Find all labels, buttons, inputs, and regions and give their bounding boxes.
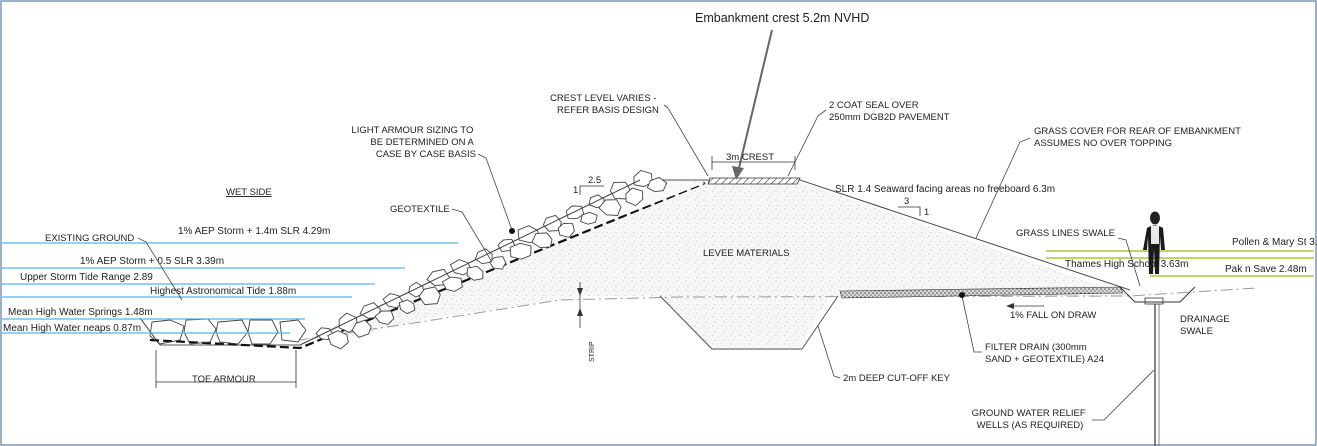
slope-right-rise: 1: [924, 207, 929, 218]
light-armour-note: LIGHT ARMOUR SIZING TO BE DETERMINED ON …: [351, 125, 476, 160]
water-level-label: Highest Astronomical Tide 1.88m: [150, 286, 296, 297]
slope-right-run: 3: [904, 196, 909, 207]
drainage-swale-label: DRAINAGE SWALE: [1180, 314, 1232, 337]
reference-level-label: Thames High School 3.63m: [1065, 259, 1188, 270]
levee-materials-label: LEVEE MATERIALS: [703, 248, 789, 259]
cutoff-key-label: 2m DEEP CUT-OFF KEY: [843, 373, 951, 384]
water-level-label: 1% AEP Storm + 1.4m SLR 4.29m: [178, 226, 330, 237]
geotextile-label: GEOTEXTILE: [390, 204, 450, 215]
armour-rock: [580, 211, 598, 225]
crest-width-label: 3m CREST: [726, 152, 774, 163]
drainage-pipe: [1144, 297, 1164, 305]
rock-armour: [299, 169, 705, 350]
slope-left-rise: 1: [573, 185, 578, 196]
armour-rock: [466, 265, 484, 281]
armour-rock: [418, 286, 441, 306]
water-level-label: Mean High Water neaps 0.87m: [3, 323, 141, 334]
diagram-title: Embankment crest 5.2m NVHD: [695, 11, 869, 25]
geotextile-line: [149, 181, 706, 350]
toe-armour-rocks: [149, 318, 307, 345]
armour-rock: [327, 330, 349, 350]
water-level-label: Mean High Water Springs 1.48m: [8, 307, 153, 318]
title-arrow: [737, 29, 773, 173]
water-level-label: Upper Storm Tide Range 2.89: [20, 272, 153, 283]
drainage-swale-outline: [1119, 286, 1196, 303]
existing-ground-label: EXISTING GROUND: [45, 233, 134, 244]
armour-rock: [625, 187, 644, 207]
armour-face-line: [299, 179, 641, 346]
reference-level-label: Pak n Save 2.48m: [1225, 264, 1307, 275]
fall-on-draw-label: 1% FALL ON DRAW: [1010, 310, 1096, 321]
armour-rock: [531, 232, 553, 249]
grass-swale-label: GRASS LINES SWALE: [1016, 228, 1115, 239]
slope-left-run: 2.5: [588, 175, 601, 186]
wet-side-label: WET SIDE: [226, 187, 272, 198]
armour-rock: [489, 256, 507, 270]
slr-note: SLR 1.4 Seaward facing areas no freeboar…: [835, 184, 1055, 195]
grass-cover-note: GRASS COVER FOR REAR OF EMBANKMENT ASSUM…: [1034, 126, 1243, 149]
strip-label: STRIP: [589, 341, 596, 362]
coat-seal-note: 2 COAT SEAL OVER 250mm DGB2D PAVEMENT: [829, 100, 950, 123]
levee-fill: [300, 180, 1130, 350]
water-level-label: 1% AEP Storm + 0.5 SLR 3.39m: [80, 256, 224, 267]
crest-varies-note: CREST LEVEL VARIES - REFER BASIS DESIGN: [550, 93, 659, 116]
cutoff-key-outline: [659, 295, 839, 350]
filter-drain: [839, 286, 1124, 299]
armour-rock: [646, 176, 668, 193]
armour-rock: [441, 276, 463, 292]
armour-rock: [351, 319, 372, 338]
toe-armour-label: TOE ARMOUR: [192, 374, 256, 385]
reference-level-label: Pollen & Mary St 3.85m: [1232, 237, 1317, 248]
armour-rock: [557, 222, 575, 238]
armour-rock: [598, 199, 622, 216]
relief-wells-label: GROUND WATER RELIEF WELLS (AS REQUIRED): [972, 408, 1089, 431]
person-figure: [1143, 211, 1165, 274]
crest-pavement: [707, 177, 801, 185]
armour-rock: [509, 242, 532, 260]
filter-drain-label: FILTER DRAIN (300mm SAND + GEOTEXTILE) A…: [985, 342, 1104, 365]
armour-rock: [374, 310, 395, 325]
armour-rock: [398, 299, 416, 315]
